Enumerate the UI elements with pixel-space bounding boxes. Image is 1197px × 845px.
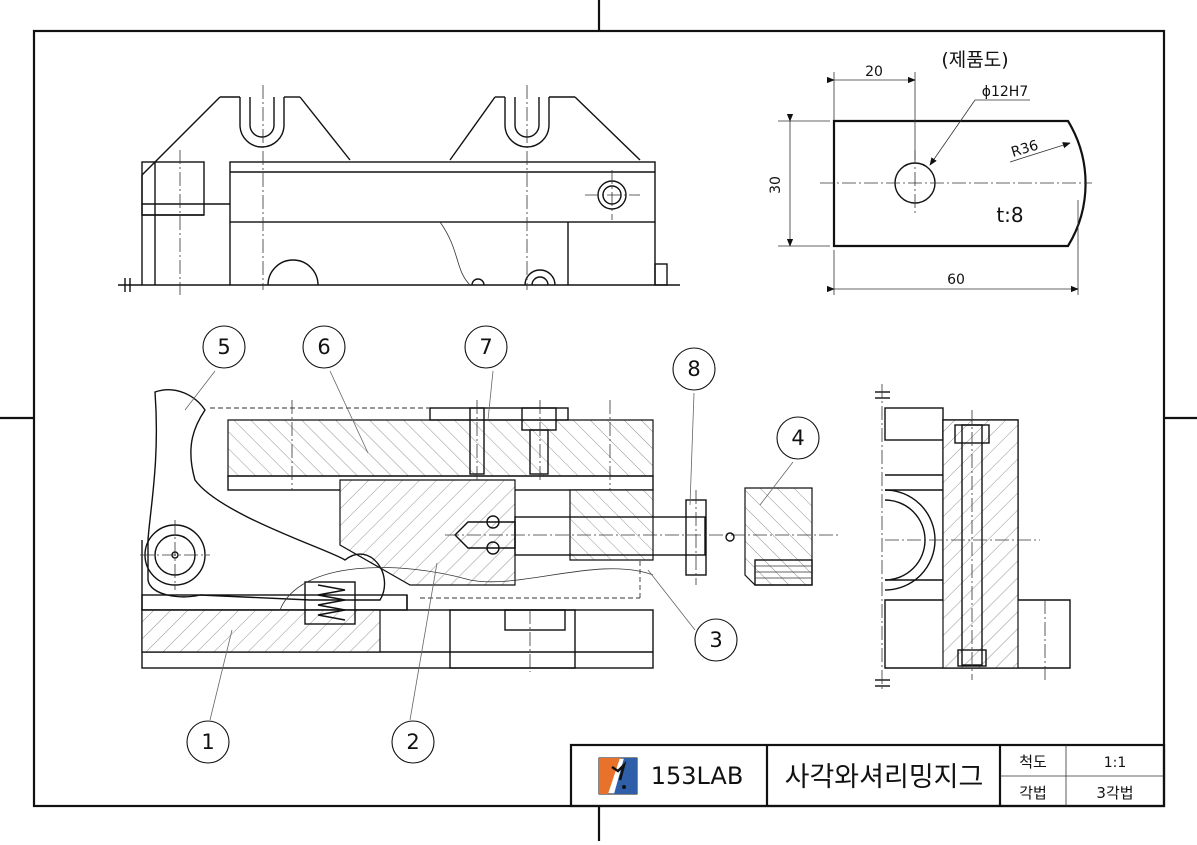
scale-label: 척도: [1019, 753, 1047, 771]
balloon-1: 1: [186, 720, 230, 764]
balloon-7: 7: [464, 325, 508, 369]
front-view: [140, 389, 840, 672]
drawing-title: 사각와셔리밍지그: [785, 762, 984, 793]
dim-30-label: 30: [768, 176, 784, 194]
svg-text:1: 1: [201, 730, 214, 754]
thickness-note: t:8: [996, 203, 1023, 227]
side-view: [875, 384, 1071, 692]
product-view-title: (제품도): [941, 49, 1008, 71]
scale-value: 1:1: [1104, 755, 1127, 771]
svg-text:2: 2: [406, 730, 419, 754]
projection-label: 각법: [1019, 784, 1047, 802]
logo-icon: [598, 757, 638, 795]
product-view: (제품도) 20 30 60 ϕ12H7 R36 t:8: [768, 49, 1092, 295]
dim-20-label: 20: [865, 64, 883, 80]
svg-text:8: 8: [687, 357, 700, 381]
hole-note: ϕ12H7: [982, 84, 1028, 100]
svg-text:5: 5: [217, 335, 230, 359]
svg-text:6: 6: [317, 335, 330, 359]
balloon-2: 2: [391, 720, 435, 764]
company-name: 153LAB: [651, 762, 744, 790]
balloon-3: 3: [694, 618, 738, 662]
balloon-6: 6: [302, 325, 346, 369]
svg-text:7: 7: [479, 335, 492, 359]
leader-lines: [184, 370, 794, 721]
projection-value: 3각법: [1096, 784, 1133, 802]
radius-note: R36: [1009, 137, 1040, 160]
balloon-4: 4: [776, 416, 820, 460]
title-block: 153LAB 사각와셔리밍지그 척도 1:1 각법 3각법: [569, 743, 1166, 808]
top-view: [118, 85, 680, 295]
balloon-8: 8: [672, 347, 716, 391]
dim-60-label: 60: [947, 272, 965, 288]
svg-text:3: 3: [709, 628, 722, 652]
svg-text:4: 4: [791, 426, 804, 450]
balloon-5: 5: [202, 325, 246, 369]
